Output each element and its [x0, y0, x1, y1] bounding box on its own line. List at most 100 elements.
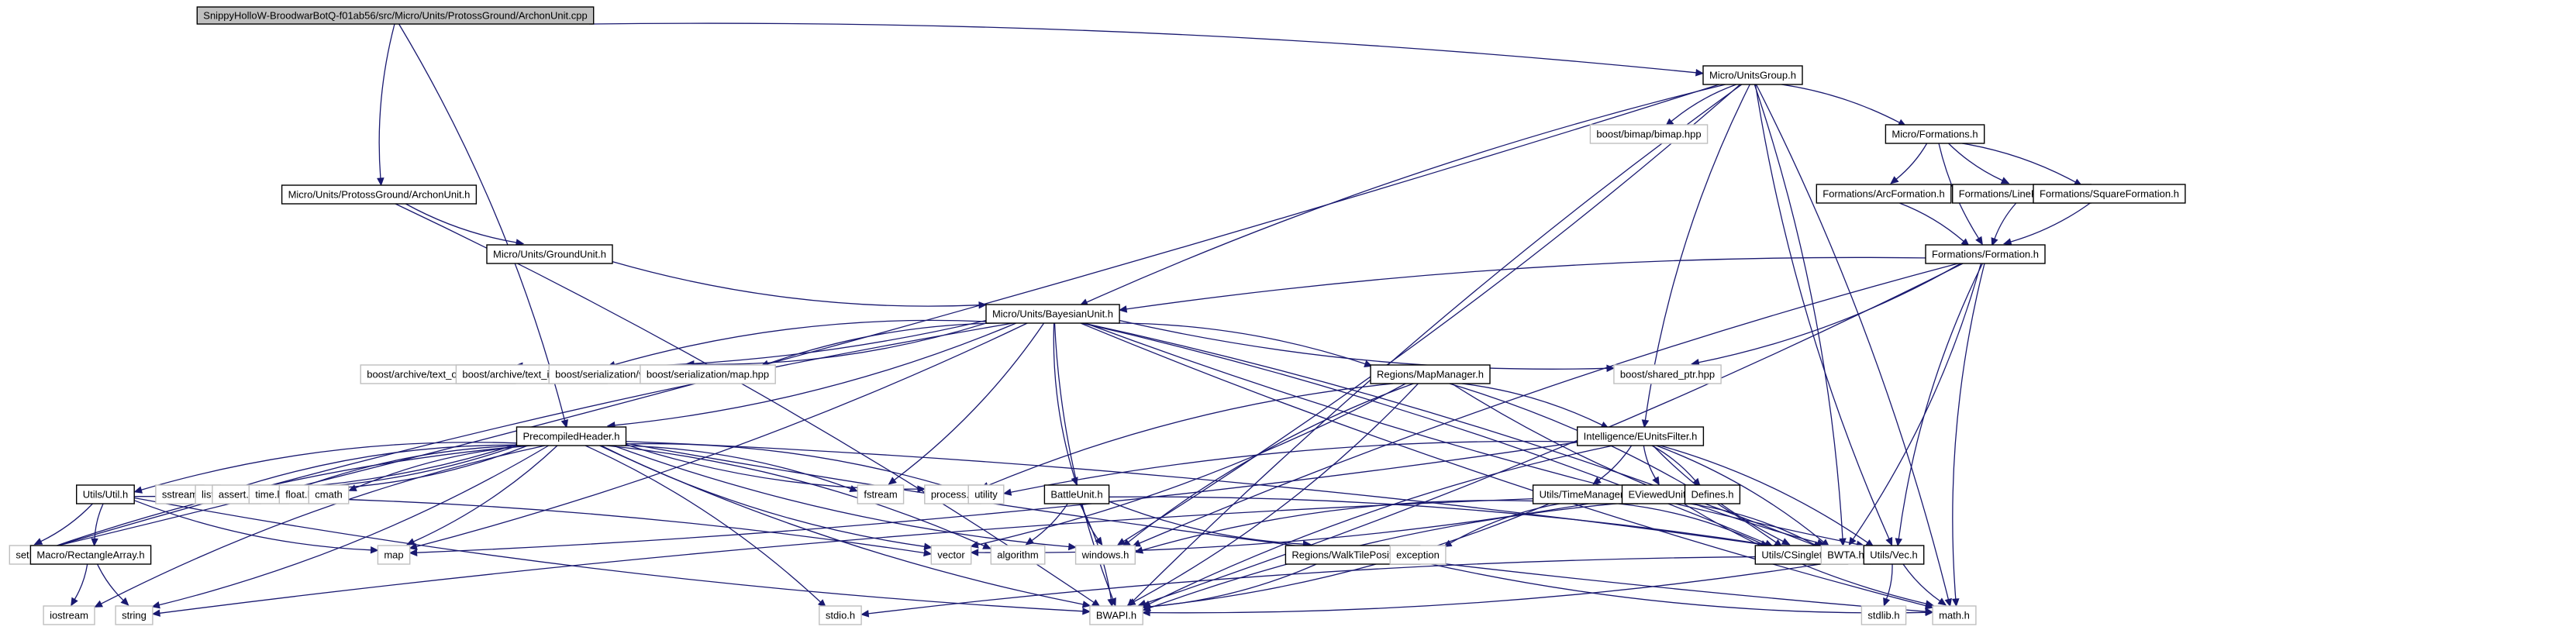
node-box[interactable] [75, 484, 135, 504]
arrowhead-icon [982, 542, 991, 549]
edge-mapmanager-to-csingleton [1449, 383, 1777, 543]
edge-battleunit-to-bwtah [1109, 496, 1815, 553]
node-box[interactable] [1576, 426, 1705, 446]
arrowhead-icon [1025, 537, 1035, 546]
edge-utilsutil-to-map [134, 500, 371, 551]
edge-eunitsfilter-to-bwtah [1656, 445, 1824, 543]
edge-battleunit-to-walktile [1109, 501, 1304, 545]
node-formations[interactable]: Micro/Formations.h [1885, 124, 1985, 144]
edge-formations-to-squareform [1961, 143, 2076, 183]
node-string: string [115, 605, 153, 625]
node-label: map [384, 549, 403, 561]
edge-bayesian-to-set [42, 322, 1013, 551]
edge-rectarray-to-iostream [74, 563, 88, 600]
node-precomp[interactable]: PrecompiledHeader.h [516, 426, 627, 446]
node-box [1589, 124, 1709, 144]
edge-mapmanager-to-processh [987, 383, 1394, 487]
node-box[interactable] [486, 244, 613, 264]
node-iostream: iostream [43, 605, 95, 625]
node-box [930, 545, 972, 565]
arrowhead-icon [120, 597, 129, 606]
node-box[interactable] [29, 545, 152, 565]
arrowhead-icon [1081, 601, 1091, 608]
edge-precomp-to-fstream [620, 445, 851, 490]
node-bwapih: BWAPI.h [1089, 605, 1143, 625]
edge-unitsgroup-to-bwapih [1132, 84, 1743, 602]
node-box[interactable] [516, 426, 627, 446]
arrowhead-icon [1652, 476, 1660, 486]
arrowhead-icon [1692, 477, 1701, 487]
edge-eunitsfilter-to-utility [1010, 440, 1578, 493]
node-box[interactable] [1925, 244, 2046, 264]
node-box[interactable] [1043, 484, 1110, 504]
edge-precomp-to-mathh [626, 442, 1926, 612]
node-arcform[interactable]: Formations/ArcFormation.h [1816, 184, 1952, 204]
arrowhead-icon [1002, 488, 1012, 496]
arrowhead-icon [1082, 608, 1091, 615]
node-bimap: boost/bimap/bimap.hpp [1589, 124, 1709, 144]
edge-bayesian-to-battleunit [1053, 322, 1075, 479]
node-box[interactable] [1863, 545, 1925, 565]
edge-precomp-to-bwapih [599, 445, 1084, 605]
node-utilsutil[interactable]: Utils/Util.h [75, 484, 135, 504]
edge-utilsutil-to-rectarray [94, 503, 104, 539]
node-box [1932, 605, 1977, 625]
node-box[interactable] [1702, 65, 1803, 85]
node-definesh[interactable]: Defines.h [1684, 484, 1741, 504]
edge-unitsgroup-to-bayesian [1086, 84, 1726, 303]
node-label: cmath [315, 489, 342, 501]
node-groundunit[interactable]: Micro/Units/GroundUnit.h [486, 244, 613, 264]
node-label: string [122, 610, 147, 621]
edge-formation-to-bwtah [1852, 263, 1982, 540]
node-rectarray[interactable]: Macro/RectangleArray.h [29, 545, 152, 565]
node-box[interactable] [985, 304, 1120, 324]
arrowhead-icon [1364, 360, 1373, 367]
arrowhead-icon [1951, 598, 1960, 608]
node-label: PrecompiledHeader.h [522, 431, 619, 442]
edge-precomp-to-list [226, 444, 517, 492]
node-box[interactable] [1885, 124, 1985, 144]
node-label: Macro/RectangleArray.h [36, 549, 144, 561]
arrowhead-icon [377, 177, 385, 187]
node-formation[interactable]: Formations/Formation.h [1925, 244, 2046, 264]
edge-walktile-to-bwapih [1149, 563, 1317, 608]
node-box[interactable] [281, 184, 478, 205]
node-box[interactable] [1816, 184, 1952, 204]
edge-precomp-to-set [42, 445, 529, 552]
node-box[interactable] [1370, 364, 1491, 384]
node-battleunit[interactable]: BattleUnit.h [1043, 484, 1110, 504]
node-box [115, 605, 153, 625]
arrowhead-icon [2000, 177, 2010, 184]
edge-unitsgroup-to-formations [1781, 84, 1900, 123]
node-unitsgroup[interactable]: Micro/UnitsGroup.h [1702, 65, 1803, 85]
edge-utilsvec-to-mathh [1902, 563, 1940, 602]
node-utilsvec[interactable]: Utils/Vec.h [1863, 545, 1925, 565]
node-bayesian[interactable]: Micro/Units/BayesianUnit.h [985, 304, 1120, 324]
edge-root-to-precomp [398, 23, 566, 421]
node-sharedptr: boost/shared_ptr.hpp [1613, 364, 1722, 384]
arrowhead-icon [91, 538, 98, 547]
node-mapmanager[interactable]: Regions/MapManager.h [1370, 364, 1491, 384]
node-sermap: boost/serialization/map.hpp [640, 364, 776, 384]
edge-eunitsfilter-to-eviewedunit [1643, 445, 1657, 479]
edge-eunitsfilter-to-utilsvec [1660, 445, 1868, 543]
edge-eunitsfilter-to-map [416, 442, 1578, 553]
edge-unitsgroup-to-bimap [1671, 84, 1737, 122]
node-squareform[interactable]: Formations/SquareFormation.h [2033, 184, 2186, 204]
node-label: Defines.h [1691, 489, 1734, 501]
node-label: boost/shared_ptr.hpp [1620, 369, 1715, 380]
edge-groundunit-to-bayesian [612, 260, 980, 307]
edge-precomp-to-bwtah [626, 440, 1815, 553]
edge-formation-to-utilsvec [1898, 263, 1983, 539]
node-label: Formations/ArcFormation.h [1823, 188, 1945, 200]
node-label: Micro/Units/ProtossGround/ArchonUnit.h [288, 189, 471, 201]
node-archonh[interactable]: Micro/Units/ProtossGround/ArchonUnit.h [281, 184, 478, 205]
arrowhead-icon [1126, 598, 1136, 606]
edge-precomp-to-map [413, 445, 558, 542]
node-eunitsfilter[interactable]: Intelligence/EUnitsFilter.h [1576, 426, 1705, 446]
edge-battleunit-to-algorithm [1031, 503, 1068, 542]
node-label: Micro/Units/GroundUnit.h [493, 249, 606, 260]
node-box[interactable] [2033, 184, 2186, 204]
node-box[interactable] [1684, 484, 1741, 504]
